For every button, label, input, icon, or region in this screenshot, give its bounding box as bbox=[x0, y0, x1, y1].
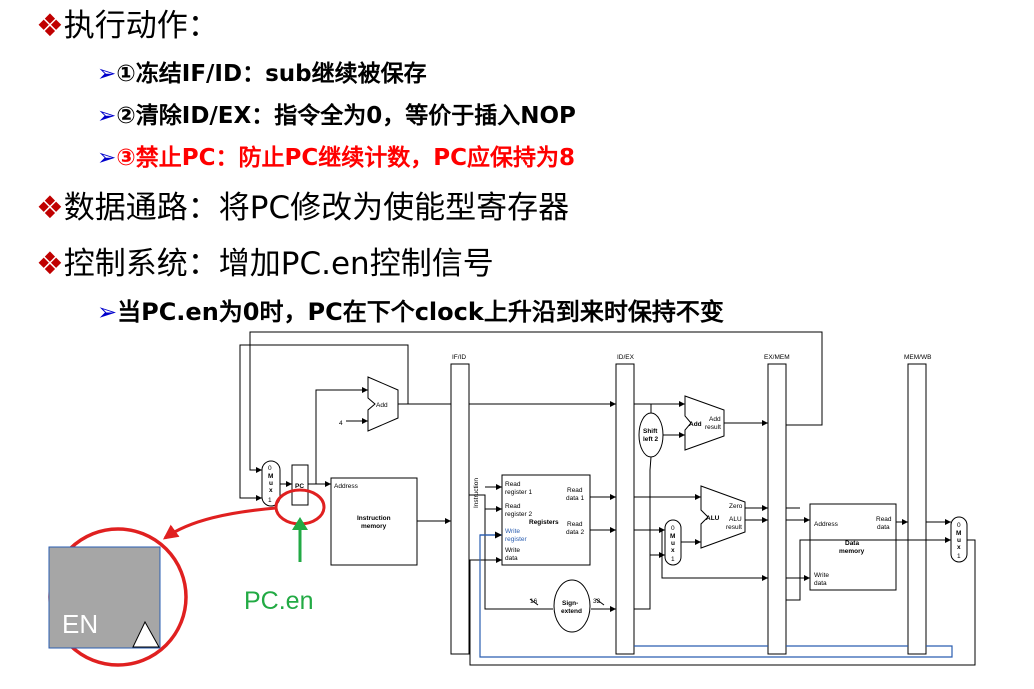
alu-mux-u: u bbox=[671, 540, 675, 547]
alu-r1: ALU bbox=[729, 516, 742, 523]
alu-mux-m: M bbox=[670, 533, 675, 540]
alu-mux-1: 1 bbox=[671, 556, 675, 563]
wb-mux-m: M bbox=[956, 530, 961, 537]
if-id-register bbox=[450, 363, 470, 655]
dmem-address: Address bbox=[814, 521, 839, 528]
reg-write-b: register bbox=[505, 536, 528, 543]
bullet-text: 数据通路：将PC修改为使能型寄存器 bbox=[63, 190, 570, 226]
reg-read2b: register 2 bbox=[505, 511, 532, 518]
alu-mux-x: x bbox=[671, 547, 675, 554]
sub-item-disable-pc: ➢③禁止PC：防止PC继续计数，PC应保持为8 bbox=[97, 138, 575, 172]
dmem-w1: Write bbox=[814, 572, 829, 579]
add2-title: Add bbox=[689, 421, 702, 428]
instruction-label: Instruction bbox=[473, 478, 480, 508]
en-label: EN bbox=[62, 609, 98, 639]
ex-mem-label: EX/MEM bbox=[764, 354, 790, 361]
sign-extend bbox=[553, 579, 591, 633]
bullet-execution: ❖执行动作： bbox=[36, 0, 219, 45]
reg-write-a: Write bbox=[505, 528, 520, 535]
alu bbox=[700, 485, 746, 549]
pc-register bbox=[291, 464, 309, 506]
reg-rd2-a: Read bbox=[567, 521, 583, 528]
bullet-text: 控制系统：增加PC.en控制信号 bbox=[63, 246, 494, 282]
mux-u: u bbox=[269, 480, 273, 487]
clock-triangle-icon bbox=[132, 620, 160, 648]
pc-en-label: PC.en bbox=[244, 587, 313, 615]
mux-m: M bbox=[268, 473, 273, 480]
arrow-bullet-icon: ➢ bbox=[97, 103, 117, 129]
mux-x: x bbox=[269, 487, 273, 494]
sub-item-text: ③禁止PC：防止PC继续计数，PC应保持为8 bbox=[116, 145, 575, 171]
diamond-bullet-icon: ❖ bbox=[36, 190, 64, 226]
shift-label-2: left 2 bbox=[643, 436, 659, 443]
reg-wdata-b: data bbox=[505, 555, 518, 562]
add2-r1: Add bbox=[709, 416, 721, 423]
bullet-control: ❖控制系统：增加PC.en控制信号 bbox=[36, 238, 494, 283]
arrow-bullet-icon: ➢ bbox=[97, 61, 117, 87]
arrow-bullet-icon: ➢ bbox=[97, 298, 118, 326]
wb-mux-1: 1 bbox=[957, 553, 961, 560]
alu-zero: Zero bbox=[729, 503, 743, 510]
wb-mux-x: x bbox=[957, 544, 961, 551]
mem-wb-register bbox=[907, 363, 927, 655]
dmem-w2: data bbox=[814, 580, 827, 587]
branch-adder bbox=[684, 395, 725, 451]
data-memory bbox=[809, 503, 897, 591]
id-ex-register bbox=[615, 363, 635, 655]
sub-item-freeze: ➢①冻结IF/ID：sub继续被保存 bbox=[97, 54, 427, 88]
adder-label: Add bbox=[376, 402, 388, 409]
imem-address: Address bbox=[334, 483, 359, 490]
dmem-read2: data bbox=[877, 524, 890, 531]
pc-label: PC bbox=[295, 483, 304, 490]
dmem-title2: memory bbox=[839, 548, 865, 555]
sub-item-clear: ➢②清除ID/EX：指令全为0，等价于插入NOP bbox=[97, 96, 576, 130]
dmem-read1: Read bbox=[876, 516, 892, 523]
mem-wb-label: MEM/WB bbox=[904, 354, 931, 361]
reg-read1b: register 1 bbox=[505, 489, 532, 496]
zoom-arrow bbox=[162, 506, 277, 540]
imem-title: Instruction bbox=[357, 515, 391, 522]
mux-0: 0 bbox=[268, 465, 272, 472]
arrow-bullet-icon: ➢ bbox=[97, 145, 117, 171]
add2-r2: result bbox=[705, 424, 721, 431]
sub-item-text: ①冻结IF/ID：sub继续被保存 bbox=[116, 61, 427, 87]
pc-en-arrowhead bbox=[292, 517, 308, 530]
reg-read1a: Read bbox=[505, 481, 521, 488]
if-id-label: IF/ID bbox=[452, 354, 466, 361]
reg-title: Registers bbox=[529, 519, 559, 526]
sign-ext-2: extend bbox=[561, 608, 582, 615]
reg-rd2-b: data 2 bbox=[566, 529, 584, 536]
reg-rd1-a: Read bbox=[567, 487, 583, 494]
reg-rd1-b: data 1 bbox=[566, 495, 584, 502]
diamond-bullet-icon: ❖ bbox=[36, 246, 64, 282]
shift-label-1: Shift bbox=[643, 428, 658, 435]
wb-mux-0: 0 bbox=[957, 522, 961, 529]
sub-item-text: ②清除ID/EX：指令全为0，等价于插入NOP bbox=[116, 103, 576, 129]
shift-left-2 bbox=[638, 412, 664, 458]
bullet-text: 执行动作： bbox=[63, 8, 219, 44]
diamond-bullet-icon: ❖ bbox=[36, 8, 64, 44]
instruction-memory bbox=[330, 477, 418, 566]
imem-title2: memory bbox=[361, 523, 387, 530]
sign-ext-1: Sign- bbox=[562, 600, 578, 607]
alu-title: ALU bbox=[706, 515, 720, 522]
bullet-datapath: ❖数据通路：将PC修改为使能型寄存器 bbox=[36, 182, 569, 227]
bits-16: 16 bbox=[530, 598, 538, 605]
wb-mux-u: u bbox=[957, 537, 961, 544]
constant-four: 4 bbox=[339, 420, 343, 427]
alu-mux-0: 0 bbox=[671, 525, 675, 532]
reg-wdata-a: Write bbox=[505, 547, 520, 554]
sub-item-text: 当PC.en为0时，PC在下个clock上升沿到来时保持不变 bbox=[117, 298, 724, 326]
dmem-title: Data bbox=[845, 540, 859, 547]
mux-1: 1 bbox=[268, 497, 272, 504]
alu-r2: result bbox=[726, 524, 742, 531]
sub-item-pc-en: ➢当PC.en为0时，PC在下个clock上升沿到来时保持不变 bbox=[97, 292, 724, 327]
register-file bbox=[501, 474, 591, 566]
reg-read2a: Read bbox=[505, 503, 521, 510]
bits-32: 32 bbox=[593, 598, 601, 605]
ex-mem-register bbox=[767, 363, 787, 655]
id-ex-label: ID/EX bbox=[617, 354, 635, 361]
